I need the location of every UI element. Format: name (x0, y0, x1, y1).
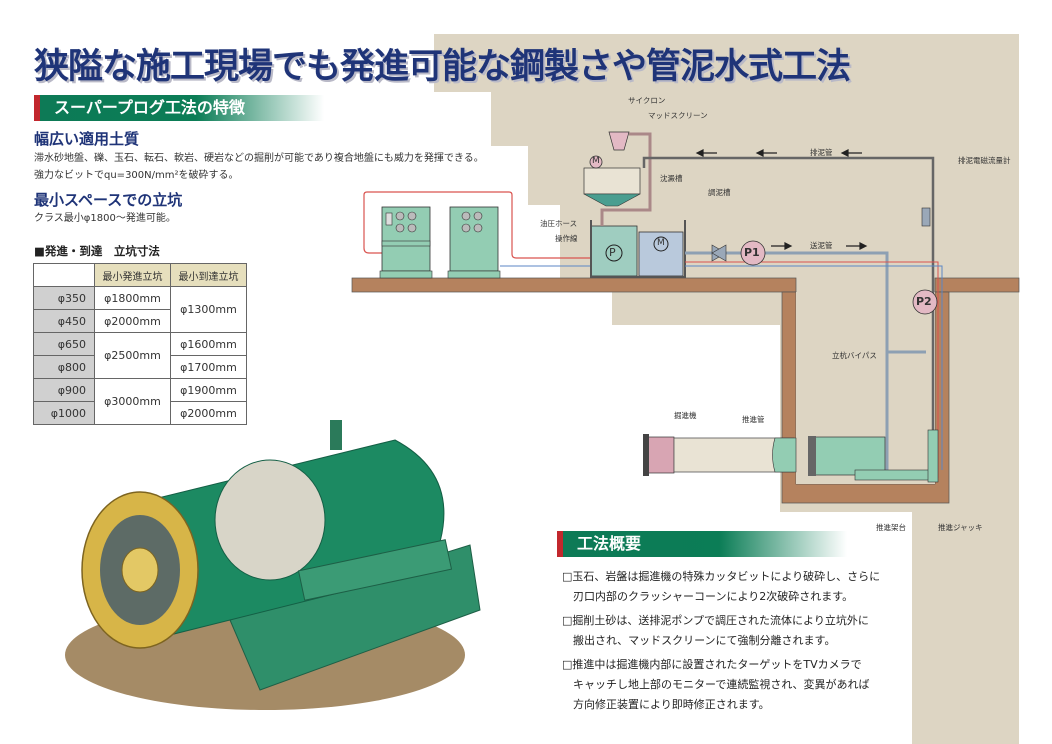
table-header-arrival: 最小到達立坑 (170, 263, 247, 287)
features-header: スーパープログ工法の特徴 (34, 95, 324, 121)
feature-text-soil: 滞水砂地盤、礫、玉石、転石、軟岩、硬岩などの掘削が可能であり複合地盤にも威力を発… (34, 150, 484, 184)
table-row: φ900 φ3000mm φ1900mm (33, 378, 247, 425)
table-row: φ1000 φ2000mm (33, 401, 247, 425)
label-control-cable: 操作線 (555, 234, 578, 243)
feature-heading-shaft: 最小スペースでの立坑 (34, 191, 183, 209)
row-diameter: φ650 (33, 332, 95, 356)
overview-line: 方向修正装置により即時修正されます。 (573, 698, 770, 711)
overview-line: □玉石、岩盤は掘進機の特殊カッタビットにより破砕し、さらに (562, 570, 881, 583)
tanks (590, 220, 686, 278)
arrival-size: φ1700mm (170, 355, 247, 379)
diagram-background (434, 34, 1019, 744)
overview-bullet-2: □掘削土砂は、送排泥ポンプで調圧された流体により立坑外に 搬出され、マッドスクリ… (562, 611, 869, 651)
feature-text-shaft: クラス最小φ1800～発進可能。 (34, 213, 176, 224)
table-header-row: 最小発進立坑 最小到達立坑 (33, 263, 247, 287)
table-row: φ800 φ1700mm (33, 355, 247, 379)
label-cyclone: サイクロン (628, 96, 666, 105)
motor-label-screen: M (592, 156, 600, 166)
jacking-assembly (643, 429, 939, 483)
table-title: ■発進・到達 立坑寸法 (34, 244, 160, 258)
label-jack: 推進ジャッキ (938, 523, 983, 532)
overview-line: キャッチし地上部のモニターで連続監視され、変異があれば (573, 678, 870, 691)
label-hydraulic-hose: 油圧ホース (540, 219, 578, 228)
motor-label: M (657, 238, 665, 248)
label-bypass: 立杭バイパス (832, 351, 877, 360)
row-diameter: φ1000 (33, 401, 95, 425)
overview-bullet-3: □推進中は掘進機内部に設置されたターゲットをTVカメラで キャッチし地上部のモニ… (562, 655, 869, 715)
feature-text-line: 強力なビットでqu=300N/mm²を破砕する。 (34, 170, 239, 181)
label-jacking-pipe: 推進管 (742, 415, 765, 424)
table-row: φ350 φ1800mm φ1300mm (33, 286, 247, 333)
overview-bullet-1: □玉石、岩盤は掘進機の特殊カッタビットにより破砕し、さらに 刃口内部のクラッシャ… (562, 567, 880, 607)
launch-size: φ2500mm (94, 332, 171, 379)
feature-text-line: 滞水砂地盤、礫、玉石、転石、軟岩、硬岩などの掘削が可能であり複合地盤にも威力を発… (34, 153, 484, 164)
arrival-size: φ1600mm (170, 332, 247, 356)
pump-p-label: P (609, 246, 616, 259)
row-diameter: φ900 (33, 378, 95, 402)
label-settling-tank: 沈澱槽 (660, 174, 683, 183)
row-diameter: φ800 (33, 355, 95, 379)
overview-line: 搬出され、マッドスクリーンにて強制分離されます。 (573, 634, 836, 647)
arrival-size: φ1300mm (170, 286, 247, 333)
shaft-dimension-table: 最小発進立坑 最小到達立坑 φ350 φ1800mm φ1300mm φ450 … (33, 263, 247, 425)
arrival-size: φ2000mm (170, 401, 247, 425)
label-machine: 掘進機 (674, 411, 697, 420)
overview-line: □推進中は掘進機内部に設置されたターゲットをTVカメラで (562, 658, 862, 671)
launch-size: φ3000mm (94, 378, 171, 425)
launch-size: φ2000mm (94, 309, 171, 333)
label-jack-stand: 推進架台 (876, 523, 906, 532)
row-diameter: φ350 (33, 286, 95, 310)
row-diameter: φ450 (33, 309, 95, 333)
label-mud-screen: マッドスクリーン (648, 111, 708, 120)
label-feed-pipe: 送泥管 (810, 241, 833, 250)
overview-header: 工法概要 (557, 531, 847, 557)
overview-line: □掘削土砂は、送排泥ポンプで調圧された流体により立坑外に (562, 614, 869, 627)
cyclone-screen (583, 131, 652, 226)
table-header-launch: 最小発進立坑 (94, 263, 171, 287)
overview-line: 刃口内部のクラッシャーコーンにより2次破砕されます。 (573, 590, 854, 603)
feature-heading-soil: 幅広い適用土質 (34, 130, 140, 148)
table-header-blank (33, 263, 95, 287)
pipes (642, 156, 943, 480)
pump-p1-label: P1 (744, 246, 760, 259)
table-row: φ450 φ2000mm (33, 309, 247, 333)
label-flowmeter: 排泥電磁流量計 (958, 156, 1011, 165)
flow-arrows (695, 149, 868, 250)
label-discharge-pipe: 排泥管 (810, 148, 833, 157)
pump-p2-label: P2 (916, 295, 932, 308)
table-row: φ650 φ2500mm φ1600mm (33, 332, 247, 379)
control-panels (363, 191, 590, 279)
launch-size: φ1800mm (94, 286, 171, 310)
tunnel-boring-machine-illustration (81, 420, 481, 691)
label-mud-tank: 調泥槽 (708, 188, 731, 197)
arrival-size: φ1900mm (170, 378, 247, 402)
ground-surface (351, 277, 797, 293)
page-title: 狭隘な施工現場でも発進可能な鋼製さや管泥水式工法 (34, 47, 851, 87)
